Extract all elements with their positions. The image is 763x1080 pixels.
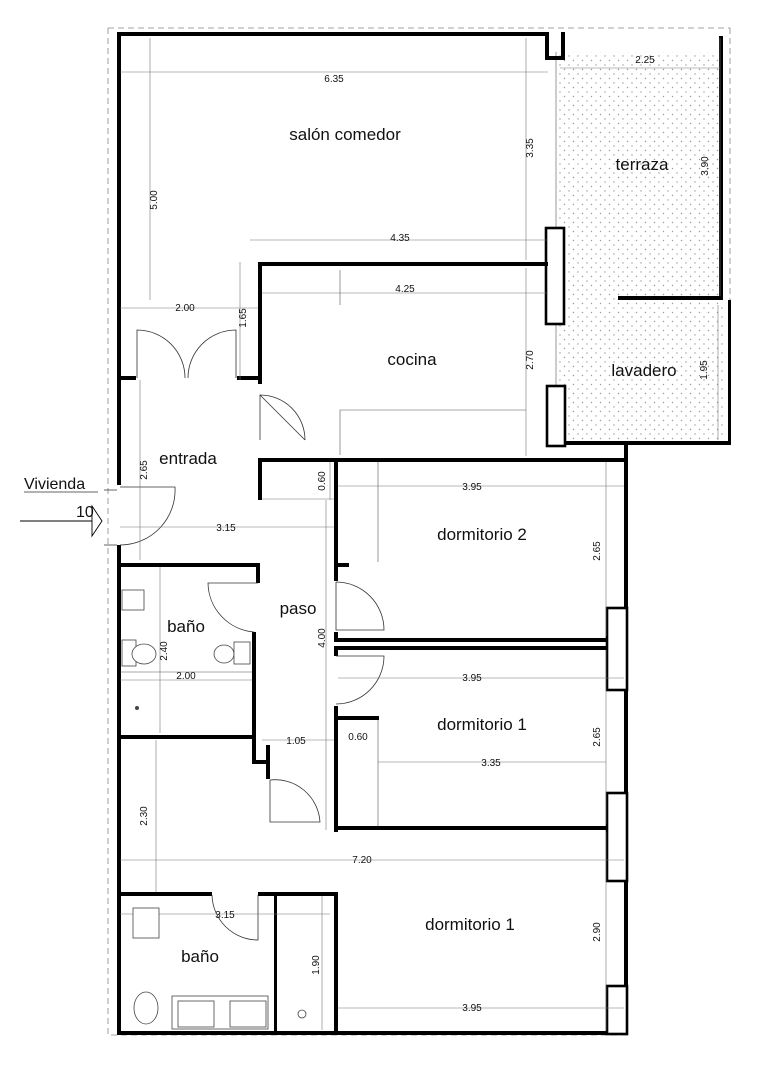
unit-number: 10 <box>76 504 94 521</box>
dim-terraza-height: 3.90 <box>700 156 711 176</box>
room-label-salon: salón comedor <box>289 125 401 144</box>
dim-cocina-height: 2.70 <box>525 350 536 370</box>
room-label-bano-1: baño <box>167 617 205 636</box>
dim-entrada-width: 2.00 <box>175 303 195 314</box>
dim-paso-top: 0.60 <box>317 471 328 491</box>
unit-marker: Vivienda 10 <box>20 476 103 538</box>
room-label-dormitorio-2: dormitorio 2 <box>437 525 527 544</box>
interior-walls <box>117 262 626 1035</box>
dim-dorm1a-height: 2.65 <box>592 727 603 747</box>
dim-bano1-height: 2.40 <box>159 641 170 661</box>
dimension-labels: 6.35 5.00 3.35 2.25 3.90 4.35 4.25 2.00 … <box>139 55 711 1014</box>
dim-corridor-height: 2.30 <box>139 806 150 826</box>
room-label-entrada: entrada <box>159 449 217 468</box>
dim-entrada-v: 1.65 <box>238 308 249 328</box>
dim-dorm1b-height: 2.90 <box>592 922 603 942</box>
dim-salon-height: 5.00 <box>149 190 160 210</box>
dim-salon-width: 6.35 <box>324 74 344 85</box>
dimension-lines <box>120 38 721 1030</box>
room-labels: salón comedor terraza cocina lavadero en… <box>159 125 676 966</box>
bathroom-fixtures <box>120 589 307 1030</box>
exterior-walls <box>117 32 731 1036</box>
dim-dorm2-width: 3.95 <box>462 482 482 493</box>
room-label-terraza: terraza <box>616 155 669 174</box>
dim-dorm2-height: 2.65 <box>592 541 603 561</box>
dim-lavadero-height: 1.95 <box>699 360 710 380</box>
doors <box>104 329 385 941</box>
room-label-bano-2: baño <box>181 947 219 966</box>
dim-salon-mid: 4.35 <box>390 233 410 244</box>
room-label-paso: paso <box>280 599 317 618</box>
dim-entrada-height: 2.65 <box>139 460 150 480</box>
room-label-dormitorio-1b: dormitorio 1 <box>425 915 515 934</box>
entrance-arrow-icon <box>20 504 103 538</box>
dim-paso-height: 4.00 <box>317 628 328 648</box>
dim-paso-width-2: 0.60 <box>348 732 368 743</box>
dim-cocina-width: 4.25 <box>395 284 415 295</box>
dim-bano2-width: 3.15 <box>215 910 235 921</box>
dim-dorm1a-inner: 3.35 <box>481 758 501 769</box>
dim-salon-right: 3.35 <box>525 138 536 158</box>
dim-terraza-width: 2.25 <box>635 55 655 66</box>
dim-dorm1b-width: 3.95 <box>462 1003 482 1014</box>
room-label-dormitorio-1a: dormitorio 1 <box>437 715 527 734</box>
terrace-area <box>555 52 726 440</box>
dim-hall-width: 3.15 <box>216 523 236 534</box>
unit-name: Vivienda <box>24 476 85 493</box>
room-label-cocina: cocina <box>387 350 437 369</box>
dim-total-width: 7.20 <box>352 855 372 866</box>
dim-bano1-width: 2.00 <box>176 671 196 682</box>
dim-dorm1a-width: 3.95 <box>462 673 482 684</box>
dim-bano2-height: 1.90 <box>311 955 322 975</box>
dim-paso-width: 1.05 <box>286 736 306 747</box>
room-label-lavadero: lavadero <box>611 361 676 380</box>
